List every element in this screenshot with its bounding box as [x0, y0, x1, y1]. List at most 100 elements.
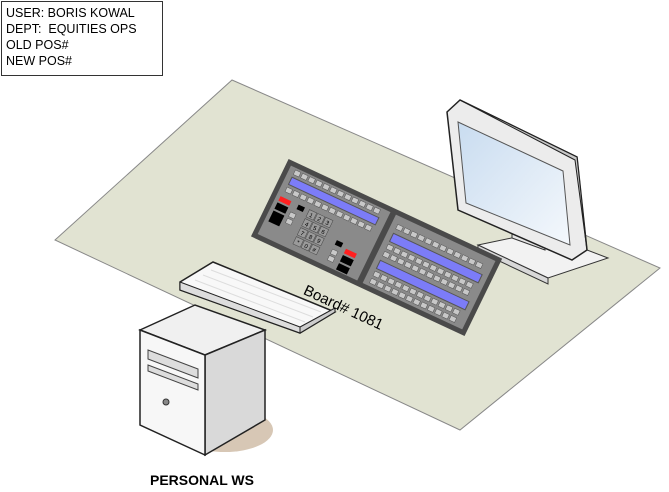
- board-key: [396, 257, 405, 266]
- board-key: [389, 254, 398, 263]
- board-key: [392, 247, 402, 255]
- board-key: [300, 173, 309, 181]
- keypad-key: [308, 243, 321, 256]
- board-key: [321, 183, 331, 191]
- keypad-key-label: 9: [315, 238, 321, 245]
- board-key: [402, 227, 411, 236]
- board-key: [350, 196, 360, 205]
- keypad-key: [301, 218, 313, 230]
- board-key: [288, 211, 297, 220]
- keypad-key: [296, 227, 309, 239]
- board-key: [441, 311, 450, 320]
- board-key: [421, 260, 431, 269]
- board-key: [385, 243, 394, 252]
- board-key: [382, 250, 391, 259]
- dept-line: DEPT: EQUITIES OPS: [6, 22, 137, 36]
- pc-tower: [138, 304, 273, 457]
- board-key: [313, 200, 322, 208]
- keypad-key: [300, 240, 313, 252]
- board-key: [307, 176, 316, 185]
- board-key: [425, 271, 434, 279]
- user-line: USER: BORIS KOWAL: [6, 6, 135, 20]
- board-key: [409, 230, 419, 239]
- board-key: [412, 298, 421, 306]
- keypad-key-label: 4: [304, 222, 310, 229]
- keypad-key-label: 6: [320, 229, 326, 236]
- keypad-key-label: *: [295, 240, 300, 247]
- old-pos-line: OLD POS#: [6, 38, 69, 52]
- board-key: [383, 284, 392, 293]
- monitor-screen: [457, 121, 571, 246]
- board-key: [285, 217, 294, 226]
- board-key: [291, 190, 301, 198]
- board-key: [314, 179, 323, 188]
- board-key: [426, 305, 436, 313]
- keypad-key: [317, 225, 330, 238]
- workstation-label: PERSONAL WS: [150, 472, 254, 488]
- board-key: [432, 274, 442, 283]
- board-key: [387, 277, 396, 286]
- board-key: [403, 261, 413, 269]
- board-key: [460, 254, 469, 263]
- board-key: [438, 244, 448, 252]
- board-key: [343, 193, 352, 201]
- board-key: [335, 210, 344, 219]
- board-key: [450, 274, 460, 282]
- board-key: [358, 200, 367, 208]
- keypad-key-label: 2: [316, 217, 322, 224]
- keypad-key: [313, 213, 326, 225]
- board-key: [423, 294, 432, 303]
- keyboard: [179, 261, 337, 334]
- new-pos-line: NEW POS#: [6, 54, 72, 68]
- board-key: [379, 274, 389, 282]
- board-key: [407, 253, 416, 262]
- board-key: [299, 193, 308, 202]
- board-key: [430, 297, 439, 306]
- board-key: [330, 248, 339, 257]
- keypad-key: [292, 236, 304, 248]
- keypad-key: [305, 209, 318, 221]
- board-key: [418, 267, 427, 276]
- board-key: [394, 280, 403, 289]
- board-key: [284, 186, 293, 195]
- board-key: [443, 270, 452, 279]
- board-key: [292, 169, 302, 178]
- board-key: [431, 240, 440, 249]
- board-key: [419, 301, 429, 310]
- board-key: [467, 257, 477, 266]
- board-key: [448, 315, 458, 323]
- board-key: [447, 281, 456, 290]
- keypad-key: [321, 216, 334, 229]
- board-key: [328, 207, 337, 215]
- keypad-key: [305, 231, 317, 243]
- keypad-key-label: 7: [299, 231, 305, 238]
- board-key: [417, 234, 426, 242]
- keypad-key-label: 5: [312, 226, 318, 233]
- board-key: [306, 196, 315, 205]
- board-key: [465, 280, 474, 289]
- board-key: [408, 287, 418, 296]
- board-key: [372, 270, 381, 279]
- board-key: [390, 288, 400, 296]
- user-info-box: USER: BORIS KOWAL DEPT: EQUITIES OPS OLD…: [1, 1, 163, 76]
- board-key: [376, 281, 385, 290]
- board-key: [429, 264, 438, 272]
- board-key: [411, 264, 420, 273]
- keypad-key-label: #: [311, 247, 317, 254]
- keypad-key-label: 0: [303, 244, 309, 251]
- board-key: [440, 278, 449, 286]
- board-key: [454, 284, 463, 293]
- board-key: [452, 307, 461, 316]
- board-key: [342, 213, 351, 222]
- board-key: [458, 277, 467, 286]
- board-key: [434, 308, 443, 317]
- board-key: [365, 203, 374, 212]
- board-key: [349, 217, 359, 225]
- board-key: [461, 288, 471, 296]
- board-key: [357, 220, 366, 229]
- board-key: [405, 294, 414, 303]
- board-key: [453, 251, 462, 259]
